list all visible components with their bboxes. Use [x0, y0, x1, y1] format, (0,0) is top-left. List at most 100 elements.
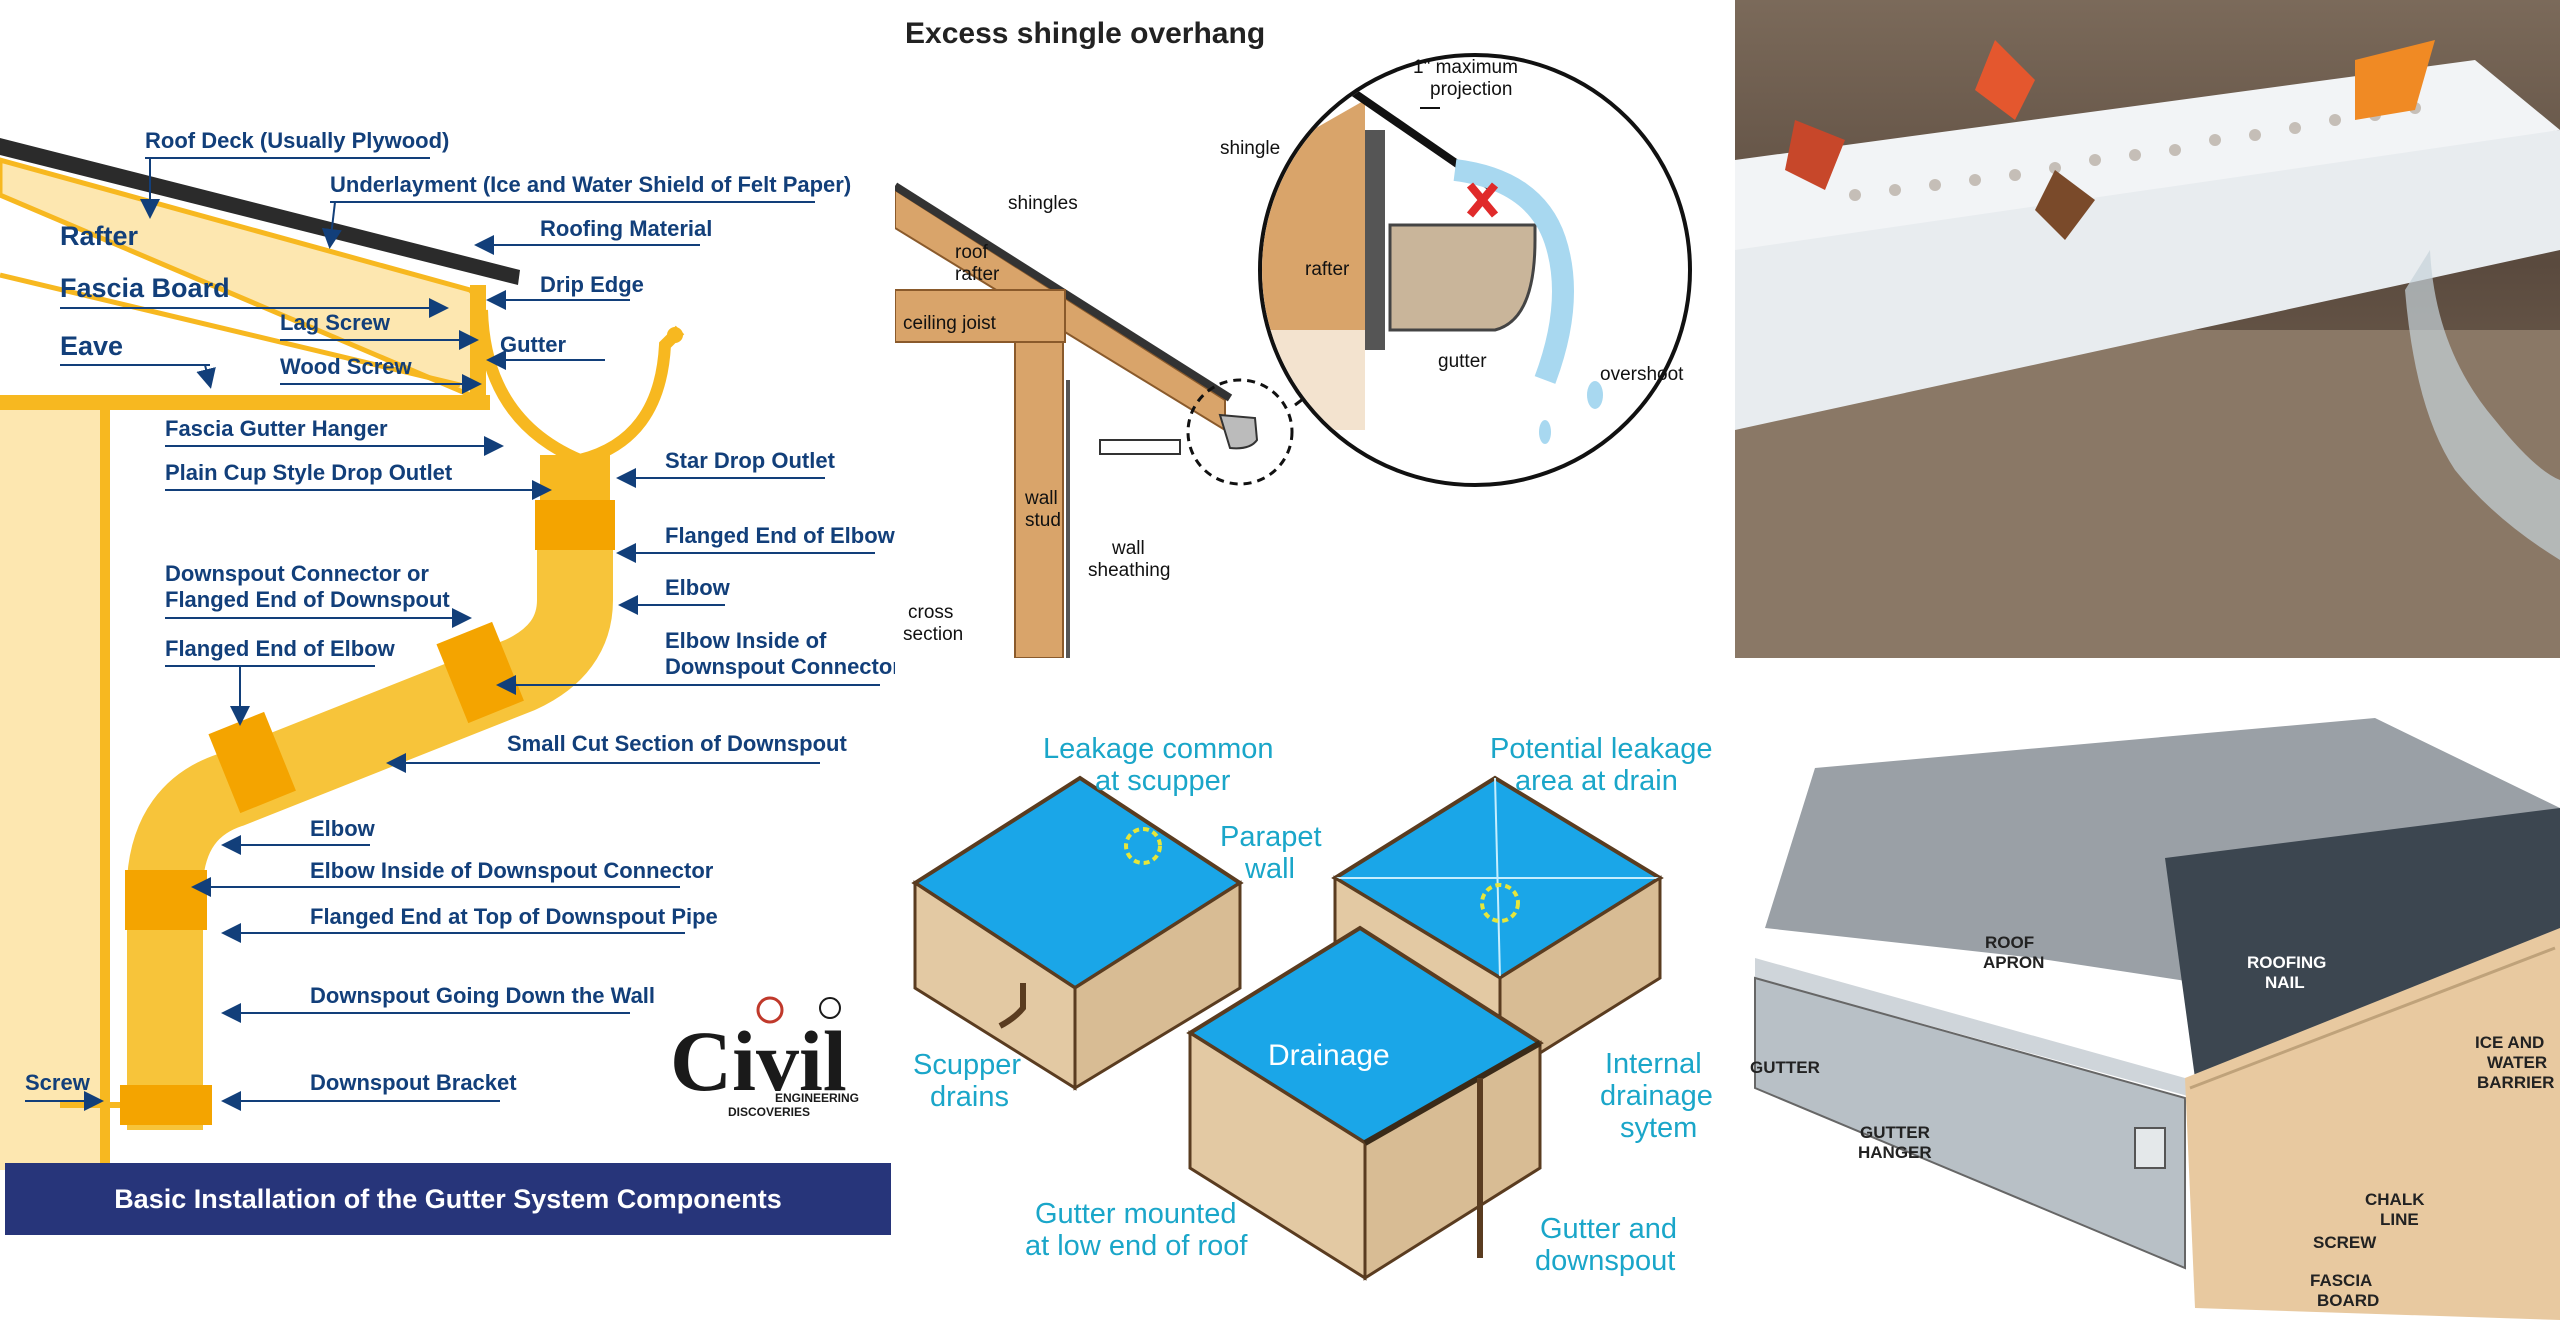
label-ceiling-joist: ceiling joist: [903, 313, 997, 334]
label-parapet-1: Parapet: [1220, 821, 1322, 853]
shingle-overhang-panel: Excess shingle overhang shingles roof ra…: [895, 0, 1735, 658]
svg-text:Flanged End of Elbow: Flanged End of Elbow: [165, 636, 396, 661]
red-x-icon: [1466, 182, 1499, 218]
label-section: section: [903, 624, 963, 645]
detail-fascia: [1365, 130, 1385, 350]
svg-text:Civil: Civil: [670, 1013, 847, 1109]
label-ice-water-2: WATER: [2487, 1053, 2547, 1072]
roofing-material-strip: [0, 138, 520, 285]
svg-text:Flanged End of Elbow: Flanged End of Elbow: [665, 523, 895, 548]
label-wall-sheathing-1: wall: [1111, 538, 1145, 559]
outlet-flange: [535, 500, 615, 550]
svg-text:Eave: Eave: [60, 331, 123, 361]
label-drainage: Drainage: [1268, 1039, 1390, 1072]
downspout-pipe: [127, 550, 613, 1130]
svg-text:Small Cut Section of Downspout: Small Cut Section of Downspout: [507, 731, 847, 756]
label-gutter-hanger-2: HANGER: [1858, 1143, 1932, 1162]
label-plain-cup-outlet: Plain Cup Style Drop Outlet: [165, 460, 552, 500]
wall-corner-trim: [100, 400, 110, 1170]
label-gutter-hanger-1: GUTTER: [1860, 1123, 1930, 1142]
svg-text:Screw: Screw: [25, 1070, 91, 1095]
label-rafter-left: rafter: [955, 264, 1000, 285]
svg-text:Fascia Gutter Hanger: Fascia Gutter Hanger: [165, 416, 388, 441]
label-scupper-drains-1: Scupper: [913, 1049, 1021, 1081]
water-flow-icon: [2405, 250, 2560, 560]
svg-text:Lag Screw: Lag Screw: [280, 310, 391, 335]
svg-text:Downspout Connector: Downspout Connector: [665, 654, 895, 679]
label-max-projection-1: 1" maximum: [1413, 57, 1518, 78]
label-gutter: Gutter: [486, 332, 605, 370]
label-wall: wall: [1024, 488, 1058, 509]
svg-text:Wood Screw: Wood Screw: [280, 354, 413, 379]
label-fascia-gutter-hanger: Fascia Gutter Hanger: [165, 416, 504, 456]
detail-rafter: [1262, 100, 1365, 330]
label-cross: cross: [908, 602, 953, 623]
label-eave: Eave: [60, 331, 216, 389]
water-drop-icon: [1587, 381, 1603, 409]
label-internal-3: sytem: [1620, 1112, 1697, 1144]
label-leak-scupper-1: Leakage common: [1043, 733, 1274, 765]
roof-apron-shape: [1755, 958, 2195, 1098]
ceiling-joist-shape: [895, 289, 1066, 343]
downspout-connector-lower: [125, 870, 207, 930]
label-roof-deck: Roof Deck (Usually Plywood): [140, 128, 449, 219]
svg-text:Elbow: Elbow: [665, 575, 731, 600]
svg-text:Downspout Going Down the Wall: Downspout Going Down the Wall: [310, 983, 655, 1008]
label-screw-detail: SCREW: [2313, 1233, 2377, 1252]
svg-text:Star Drop Outlet: Star Drop Outlet: [665, 448, 836, 473]
label-potential-leak-2: area at drain: [1515, 765, 1678, 797]
gutter-shape: [1754, 976, 2186, 1270]
label-shingle: shingle: [1220, 138, 1280, 159]
svg-text:Elbow: Elbow: [310, 816, 376, 841]
banner-title: Basic Installation of the Gutter System …: [114, 1183, 782, 1214]
label-flanged-top-downspout: Flanged End at Top of Downspout Pipe: [221, 904, 718, 943]
label-leak-scupper-2: at scupper: [1095, 765, 1231, 797]
svg-text:Fascia Board: Fascia Board: [60, 273, 230, 303]
label-chalk-line-2: LINE: [2380, 1210, 2419, 1229]
label-gutter-low-2: at low end of roof: [1025, 1230, 1248, 1262]
label-screw: Screw: [25, 1070, 104, 1111]
label-stud: stud: [1025, 510, 1061, 531]
label-lag-screw: Lag Screw: [280, 310, 479, 350]
gutter-guard-mesh-icon: [1735, 60, 2560, 250]
svg-text:Downspout Connector or: Downspout Connector or: [165, 561, 429, 586]
svg-text:Gutter: Gutter: [500, 332, 566, 357]
label-rafter: Rafter: [60, 221, 139, 251]
label-max-projection-2: projection: [1430, 79, 1512, 100]
label-small-cut-section: Small Cut Section of Downspout: [386, 731, 847, 773]
leaf-icon: [2035, 170, 2095, 240]
label-internal-1: Internal: [1605, 1048, 1702, 1080]
label-roofing-nail-1: ROOFING: [2247, 953, 2326, 972]
scupper-drain-pipe: [998, 983, 1026, 1029]
label-scupper-drains-2: drains: [930, 1081, 1009, 1113]
label-parapet-2: wall: [1244, 853, 1295, 885]
label-downspout-down-wall: Downspout Going Down the Wall: [221, 983, 655, 1023]
house-wall: [0, 400, 110, 1170]
gutter-hanger-shape: [2134, 1127, 2166, 1169]
label-chalk-line-1: CHALK: [2365, 1190, 2425, 1209]
label-gutter-down-1: Gutter and: [1540, 1213, 1677, 1245]
label-internal-2: drainage: [1600, 1080, 1713, 1112]
elbow-connector-upper: [436, 621, 524, 724]
gutter-system-panel: Roof Deck (Usually Plywood) Underlayment…: [0, 0, 895, 1240]
leaf-icon: [1975, 40, 2035, 120]
label-wall-sheathing-2: sheathing: [1088, 560, 1170, 581]
title-banner: Basic Installation of the Gutter System …: [5, 1163, 891, 1235]
flat-roof-drainage-panel: Leakage common at scupper Parapet wall P…: [895, 658, 1735, 1320]
label-overshoot: overshoot: [1600, 364, 1684, 385]
detail-wall: [1262, 330, 1365, 430]
fascia-board-shape: [2185, 928, 2560, 1320]
label-roof-apron-1: ROOF: [1985, 933, 2034, 952]
svg-text:Roof Deck (Usually Plywood): Roof Deck (Usually Plywood): [145, 128, 449, 153]
overhang-title: Excess shingle overhang: [905, 17, 1265, 50]
svg-text:Downspout Bracket: Downspout Bracket: [310, 1070, 517, 1095]
label-gutter-down-2: downspout: [1535, 1245, 1675, 1277]
svg-text:Flanged End of Downspout: Flanged End of Downspout: [165, 587, 450, 612]
label-potential-leak-1: Potential leakage: [1490, 733, 1713, 765]
label-roof-apron-2: APRON: [1983, 953, 2044, 972]
label-roofing-nail-2: NAIL: [2265, 973, 2305, 992]
label-downspout-bracket: Downspout Bracket: [221, 1070, 517, 1111]
gutter-detail-panel: ROOF APRON ROOFING NAIL GUTTER GUTTER HA…: [1735, 658, 2560, 1320]
